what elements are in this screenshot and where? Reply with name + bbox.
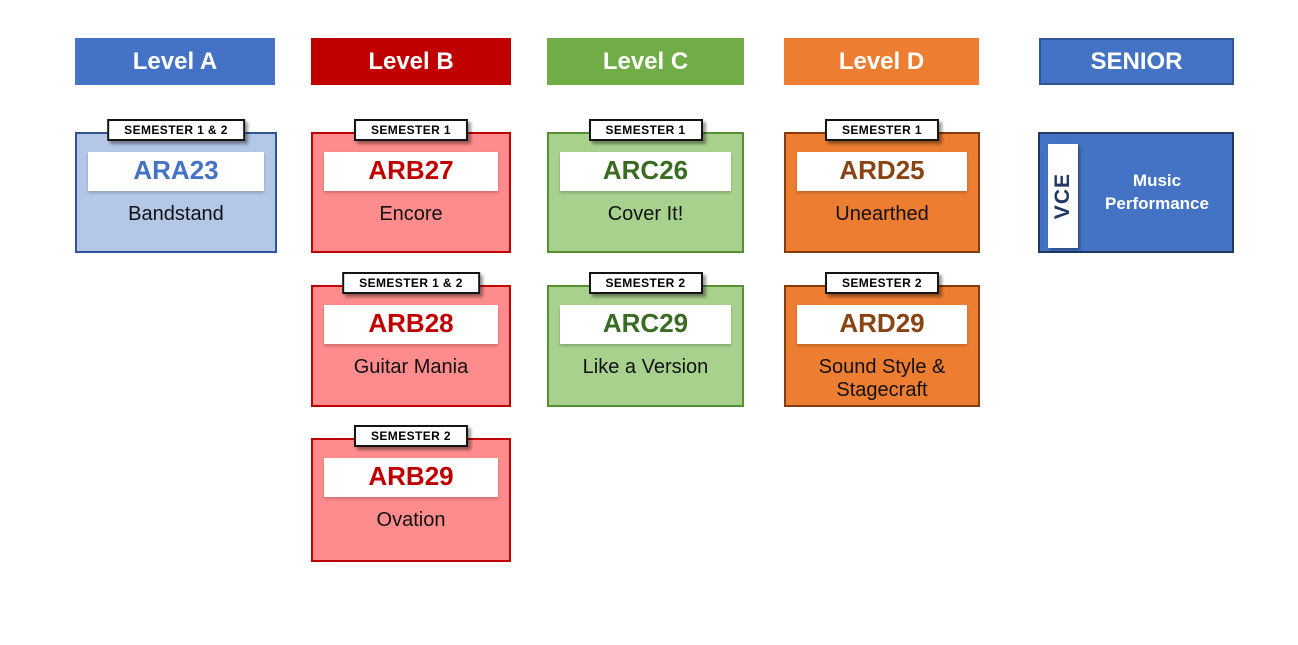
course-card-ard25: SEMESTER 1 ARD25 Unearthed — [784, 119, 980, 253]
semester-tab: SEMESTER 1 & 2 — [342, 272, 480, 294]
semester-tab: SEMESTER 1 — [353, 119, 469, 141]
vce-badge-label: VCE — [1051, 172, 1074, 220]
course-card-arb27: SEMESTER 1 ARB27 Encore — [311, 119, 511, 253]
level-d-header: Level D — [784, 38, 979, 85]
course-name: Ovation — [376, 509, 446, 531]
course-code: ARA23 — [88, 152, 264, 191]
course-code: ARC26 — [560, 152, 731, 191]
course-card-ara23: SEMESTER 1 & 2 ARA23 Bandstand — [75, 119, 277, 253]
level-b-header: Level B — [311, 38, 511, 85]
semester-tab: SEMESTER 1 — [824, 119, 940, 141]
course-name: Bandstand — [128, 203, 224, 225]
course-card-arc26: SEMESTER 1 ARC26 Cover It! — [547, 119, 744, 253]
course-name: Encore — [379, 203, 443, 225]
course-code: ARB29 — [324, 458, 498, 497]
course-card-ard29: SEMESTER 2 ARD29 Sound Style & Stagecraf… — [784, 272, 980, 407]
vce-badge: VCE — [1048, 144, 1078, 248]
course-code: ARB27 — [324, 152, 498, 191]
course-name: Music Performance — [1105, 171, 1209, 213]
course-code: ARC29 — [560, 305, 731, 344]
course-name: Unearthed — [835, 203, 929, 225]
course-card-arc29: SEMESTER 2 ARC29 Like a Version — [547, 272, 744, 407]
course-card-arb29: SEMESTER 2 ARB29 Ovation — [311, 425, 511, 562]
course-name: Like a Version — [582, 356, 709, 378]
course-code: ARD29 — [797, 305, 967, 344]
course-code: ARD25 — [797, 152, 967, 191]
course-code: ARB28 — [324, 305, 498, 344]
course-name: Sound Style & Stagecraft — [818, 356, 946, 401]
course-card-arb28: SEMESTER 1 & 2 ARB28 Guitar Mania — [311, 272, 511, 407]
semester-tab: SEMESTER 2 — [588, 272, 703, 294]
semester-tab: SEMESTER 1 & 2 — [107, 119, 245, 141]
semester-tab: SEMESTER 2 — [824, 272, 940, 294]
level-c-header: Level C — [547, 38, 744, 85]
course-card-vce-music-performance: VCE Music Performance — [1038, 132, 1234, 253]
semester-tab: SEMESTER 1 — [588, 119, 703, 141]
semester-tab: SEMESTER 2 — [353, 425, 469, 447]
senior-header: SENIOR — [1039, 38, 1234, 85]
level-a-header: Level A — [75, 38, 275, 85]
course-name: Guitar Mania — [353, 356, 469, 378]
course-name: Cover It! — [607, 203, 684, 225]
